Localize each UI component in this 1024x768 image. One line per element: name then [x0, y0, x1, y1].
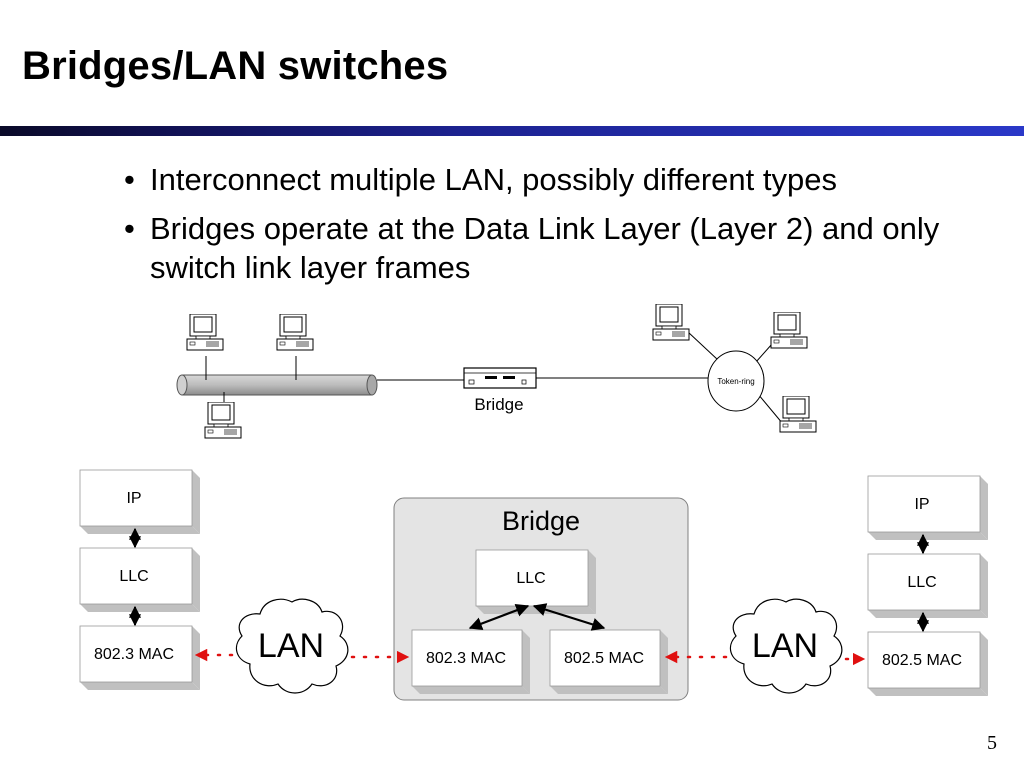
page-number: 5 — [987, 732, 997, 754]
lan-right-label: LAN — [752, 627, 818, 665]
computer-icon — [204, 402, 242, 439]
token-ring-node — [687, 331, 784, 425]
layer-label: LLC — [907, 574, 936, 591]
bridge-arrow — [468, 604, 530, 630]
bridge-device-label: Bridge — [474, 395, 523, 414]
lan-cloud-left — [235, 598, 349, 694]
computer-icon — [652, 304, 690, 341]
bullet-list: • Interconnect multiple LAN, possibly dif… — [124, 160, 984, 297]
bullet-item: • Interconnect multiple LAN, possibly dif… — [124, 160, 984, 199]
layer-label: 802.5 MAC — [882, 652, 962, 669]
bridge-panel-title: Bridge — [502, 506, 580, 536]
bridge-stack: LLC 802.3 MAC 802.5 MAC — [411, 549, 668, 694]
computer-icon — [276, 314, 314, 351]
layer-label: 802.3 MAC — [426, 650, 506, 667]
layer-label: LLC — [119, 568, 148, 585]
bridge-mac-8025-layer: 802.5 MAC — [549, 629, 668, 694]
computer-icon — [779, 396, 817, 433]
layer-label: IP — [126, 490, 141, 507]
left-host-stack: IP LLC 802.3 MAC — [79, 469, 200, 690]
bullet-item: • Bridges operate at the Data Link Layer … — [124, 209, 984, 287]
layer-label: LLC — [516, 570, 545, 587]
protocol-stack-diagram: Bridge IP LLC 802.3 MAC — [79, 469, 988, 701]
layer-label: 802.3 MAC — [94, 646, 174, 663]
right-host-stack: IP LLC 802.5 MAC — [867, 475, 988, 696]
bullet-dot: • — [124, 211, 135, 246]
left-mac-layer: 802.3 MAC — [79, 625, 200, 690]
left-llc-layer: LLC — [79, 547, 200, 612]
bullet-text: Interconnect multiple LAN, possibly diff… — [150, 162, 837, 197]
bridge-arrow — [532, 603, 606, 631]
topology-diagram: Bridge Token-ring — [176, 304, 817, 439]
token-ring-label: Token-ring — [717, 377, 754, 386]
computer-icon — [186, 314, 224, 351]
lan-left-label: LAN — [258, 627, 324, 665]
title-rule — [0, 126, 1024, 136]
lan-cloud-right — [729, 598, 843, 694]
computer-icon — [770, 312, 808, 349]
bridge-device-icon — [463, 367, 537, 389]
layer-label: IP — [914, 496, 929, 513]
right-llc-layer: LLC — [867, 553, 988, 618]
bridge-llc-layer: LLC — [475, 549, 596, 614]
bullet-dot: • — [124, 162, 135, 197]
right-mac-layer: 802.5 MAC — [867, 631, 988, 696]
layer-label: 802.5 MAC — [564, 650, 644, 667]
bullet-text: Bridges operate at the Data Link Layer (… — [150, 211, 940, 285]
left-ip-layer: IP — [79, 469, 200, 534]
slide-title: Bridges/LAN switches — [22, 44, 449, 88]
ethernet-bus-cable — [176, 374, 378, 396]
right-ip-layer: IP — [867, 475, 988, 540]
bridge-mac-8023-layer: 802.3 MAC — [411, 629, 530, 694]
